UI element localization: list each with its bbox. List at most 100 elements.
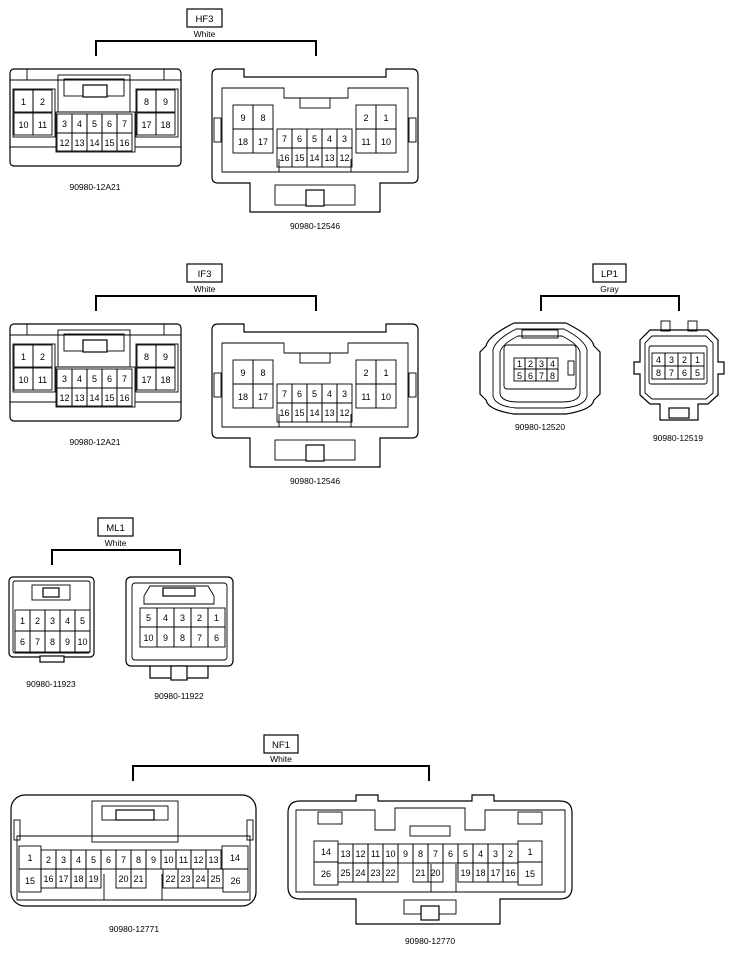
pin-label: 14: [89, 393, 99, 403]
pin-label: 17: [58, 874, 68, 884]
connector-tag: NF1: [272, 740, 290, 751]
connector-90980-11923: 1 2 3 4 5 6 7 8 9 10 90980-11923: [8, 576, 95, 689]
pin-label: 2: [528, 359, 533, 369]
group-ml1: ML1 White 1 2 3 4 5 6 7 8 9 10 90980-119…: [8, 517, 234, 701]
pin-label: 17: [141, 120, 151, 130]
pin-label: 3: [342, 134, 347, 144]
pin-label: 7: [539, 371, 544, 381]
pin-label: 14: [230, 853, 240, 863]
pin-label: 5: [312, 389, 317, 399]
pin-label: 10: [18, 375, 28, 385]
pin-label: 15: [25, 876, 35, 886]
connector-90980-12771: 1 2 3 4 5 6 7 8 9 10 11 12 13 14 15 16 1…: [10, 794, 257, 934]
tag-box: [186, 263, 223, 283]
connector-90980-12770: 14 13 12 11 10 9 8 7 6 5 4 3 2 1 26 25 2…: [287, 794, 573, 946]
pin-label: 1: [27, 853, 32, 863]
pin-label: 1: [383, 113, 388, 123]
pin-label: 12: [355, 849, 365, 859]
pin-label: 7: [122, 374, 127, 384]
pin-label: 10: [163, 855, 173, 865]
pin-label: 8: [144, 352, 149, 362]
wire-color-label: Gray: [600, 284, 619, 294]
pin-label: 26: [230, 876, 240, 886]
pin-label: 7: [197, 633, 202, 643]
pin-label: 10: [381, 392, 391, 402]
pin-label: 5: [92, 119, 97, 129]
pin-label: 6: [214, 633, 219, 643]
group-bracket: [51, 549, 181, 565]
pin-label: 5: [146, 613, 151, 623]
pin-label: 12: [59, 138, 69, 148]
part-number: 90980-12A21: [69, 182, 120, 192]
pin-label: 13: [340, 849, 350, 859]
pin-label: 3: [61, 855, 66, 865]
pin-label: 7: [121, 855, 126, 865]
pin-label: 2: [682, 355, 687, 365]
pin-label: 5: [80, 616, 85, 626]
pin-label: 1: [527, 847, 532, 857]
pin-label: 6: [297, 389, 302, 399]
pin-label: 18: [238, 392, 248, 402]
pin-label: 11: [179, 855, 188, 865]
pin-label: 2: [35, 616, 40, 626]
pin-label: 18: [238, 137, 248, 147]
pin-label: 2: [508, 849, 513, 859]
group-nf1: NF1 White 1 2 3 4 5 6 7 8 9 10: [10, 734, 573, 946]
pin-label: 8: [656, 368, 661, 378]
pin-label: 3: [50, 616, 55, 626]
pin-label: 16: [119, 393, 129, 403]
pin-label: 22: [165, 874, 175, 884]
pin-label: 8: [136, 855, 141, 865]
pin-label: 6: [682, 368, 687, 378]
pin-label: 9: [163, 97, 168, 107]
group-bracket: [540, 295, 680, 311]
part-number: 90980-12770: [405, 936, 455, 946]
pin-label: 5: [312, 134, 317, 144]
pin-label: 6: [448, 849, 453, 859]
pin-label: 9: [403, 849, 408, 859]
pin-label: 3: [180, 613, 185, 623]
connector-tag: ML1: [106, 523, 124, 534]
pin-label: 14: [321, 847, 331, 857]
tag-box: [592, 263, 627, 283]
pin-label: 8: [50, 637, 55, 647]
pin-label: 15: [104, 393, 114, 403]
pin-label: 12: [339, 408, 349, 418]
pin-label: 16: [119, 138, 129, 148]
tag-box: [186, 8, 223, 28]
pin-label: 25: [340, 868, 350, 878]
connector-90980-12A21: 1 2 10 11 3 4 5 6 7 12 13 14 15 16 8 9 1…: [9, 323, 182, 447]
pin-label: 8: [260, 113, 265, 123]
pin-label: 11: [38, 375, 47, 385]
pin-label: 14: [309, 153, 319, 163]
pin-label: 1: [20, 616, 25, 626]
pin-label: 6: [107, 119, 112, 129]
wire-color-label: White: [194, 29, 216, 39]
pin-label: 2: [363, 368, 368, 378]
connector-90980-12520: 1 2 3 4 5 6 7 8 90980-12520: [479, 322, 601, 432]
pin-label: 2: [40, 97, 45, 107]
pin-label: 15: [104, 138, 114, 148]
pin-label: 11: [361, 392, 370, 402]
pin-label: 8: [418, 849, 423, 859]
pin-label: 18: [475, 868, 485, 878]
part-number: 90980-12771: [109, 924, 159, 934]
pin-label: 17: [258, 137, 268, 147]
pin-label: 8: [180, 633, 185, 643]
connector-90980-12519: 4 3 2 1 8 7 6 5 90980-12519: [633, 320, 725, 443]
part-number: 90980-12520: [515, 422, 565, 432]
pin-label: 21: [133, 874, 143, 884]
pin-label: 2: [197, 613, 202, 623]
pin-label: 4: [163, 613, 168, 623]
pin-label: 20: [430, 868, 440, 878]
pin-label: 24: [355, 868, 365, 878]
pin-label: 4: [478, 849, 483, 859]
pin-label: 5: [695, 368, 700, 378]
pin-label: 23: [370, 868, 380, 878]
connector-tag: LP1: [601, 269, 618, 280]
part-number: 90980-11922: [154, 691, 204, 701]
pin-label: 7: [282, 134, 287, 144]
pin-label: 9: [163, 633, 168, 643]
group-bracket: [132, 765, 430, 781]
part-number: 90980-11923: [26, 679, 76, 689]
